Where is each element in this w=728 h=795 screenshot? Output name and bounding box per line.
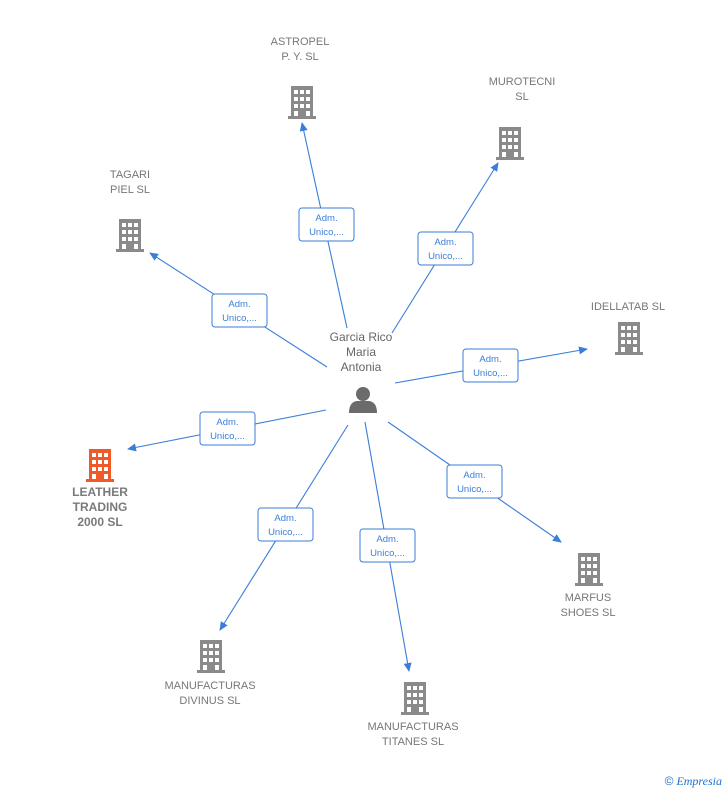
company-label-idellatab: IDELLATAB SL <box>591 301 665 313</box>
role-text: Unico,... <box>370 548 405 559</box>
role-box-tagari[interactable]: Adm. Unico,... <box>211 293 268 328</box>
company-label-tagari: TAGARI <box>110 169 150 181</box>
role-text: Unico,... <box>309 227 344 238</box>
role-box-divinus[interactable]: Adm. Unico,... <box>257 507 314 542</box>
role-text: Unico,... <box>428 251 463 262</box>
role-box-frame <box>298 207 355 242</box>
role-box-frame <box>446 464 503 499</box>
company-label-titanes: MANUFACTURAS <box>367 721 458 733</box>
role-text: Adm. <box>274 513 296 524</box>
building-icon <box>496 127 524 160</box>
person-name: Antonia <box>341 360 382 374</box>
building-icon <box>575 553 603 586</box>
role-text: Adm. <box>376 534 398 545</box>
nodes-layer: ASTROPEL P. Y. SL MUROTECNI SL TAGARI PIEL SL… <box>72 36 665 748</box>
role-box-frame <box>257 507 314 542</box>
role-text: Adm. <box>315 213 337 224</box>
person-name: Maria <box>346 345 376 359</box>
role-text: Adm. <box>463 470 485 481</box>
role-box-frame <box>359 528 416 563</box>
brand-logo: Empresia <box>676 774 722 788</box>
person-name: Garcia Rico <box>330 330 393 344</box>
company-label-marfus: SHOES SL <box>560 607 615 619</box>
copyright-icon: © <box>664 774 674 788</box>
company-label-astropel: P. Y. SL <box>281 51 318 63</box>
role-box-frame <box>462 348 519 383</box>
company-label-leather: LEATHER <box>72 485 128 499</box>
building-icon <box>86 449 114 482</box>
company-node-murotecni[interactable]: MUROTECNI SL <box>489 76 556 160</box>
company-node-titanes[interactable]: MANUFACTURAS TITANES SL <box>367 682 459 748</box>
company-label-tagari: PIEL SL <box>110 184 150 196</box>
company-node-marfus[interactable]: MARFUS SHOES SL <box>560 553 616 619</box>
role-box-titanes[interactable]: Adm. Unico,... <box>359 528 416 563</box>
role-text: Unico,... <box>457 484 492 495</box>
building-icon <box>288 86 316 119</box>
role-box-idellatab[interactable]: Adm. Unico,... <box>462 348 519 383</box>
role-text: Adm. <box>479 354 501 365</box>
company-label-murotecni: MUROTECNI <box>489 76 556 88</box>
role-text: Adm. <box>216 417 238 428</box>
company-label-leather: TRADING <box>73 500 128 514</box>
company-label-murotecni: SL <box>515 91 528 103</box>
company-label-divinus: DIVINUS SL <box>179 695 240 707</box>
company-label-divinus: MANUFACTURAS <box>164 680 255 692</box>
role-text: Adm. <box>434 237 456 248</box>
role-box-marfus[interactable]: Adm. Unico,... <box>446 464 503 499</box>
brand-footer[interactable]: © Empresia <box>665 774 722 789</box>
role-box-astropel[interactable]: Adm. Unico,... <box>298 207 355 242</box>
company-label-titanes: TITANES SL <box>382 736 444 748</box>
role-box-leather[interactable]: Adm. Unico,... <box>199 411 256 446</box>
role-text: Unico,... <box>210 431 245 442</box>
role-box-frame <box>199 411 256 446</box>
company-node-idellatab[interactable]: IDELLATAB SL <box>591 301 665 355</box>
company-label-marfus: MARFUS <box>565 592 611 604</box>
building-icon <box>401 682 429 715</box>
roles-layer: Adm.Unico,...Adm.Unico,...Adm.Unico,...A… <box>199 207 519 563</box>
company-label-leather: 2000 SL <box>77 515 122 529</box>
building-icon <box>197 640 225 673</box>
role-box-murotecni[interactable]: Adm. Unico,... <box>417 231 474 266</box>
building-icon <box>615 322 643 355</box>
role-box-frame <box>417 231 474 266</box>
person-icon <box>349 387 377 413</box>
role-text: Unico,... <box>268 527 303 538</box>
company-node-tagari[interactable]: TAGARI PIEL SL <box>110 169 150 252</box>
company-label-astropel: ASTROPEL <box>271 36 330 48</box>
role-text: Adm. <box>228 299 250 310</box>
company-node-astropel[interactable]: ASTROPEL P. Y. SL <box>271 36 330 119</box>
role-box-frame <box>211 293 268 328</box>
company-node-divinus[interactable]: MANUFACTURAS DIVINUS SL <box>164 640 256 707</box>
role-text: Unico,... <box>473 368 508 379</box>
building-icon <box>116 219 144 252</box>
role-text: Unico,... <box>222 313 257 324</box>
